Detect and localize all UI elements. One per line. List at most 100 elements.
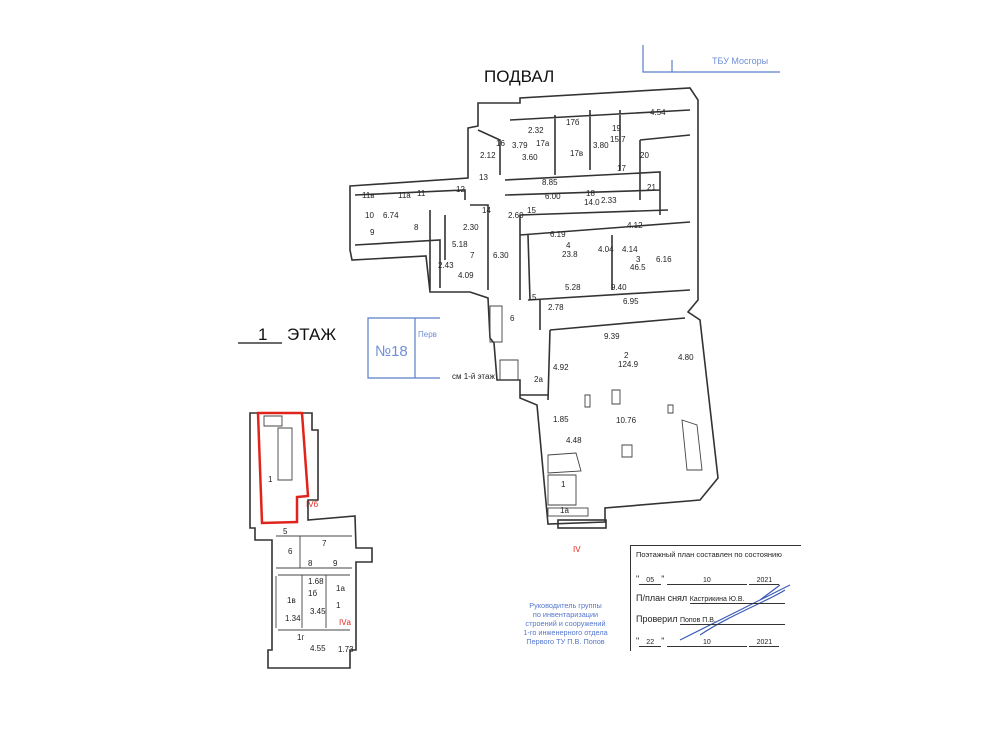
first-floor-plan bbox=[249, 411, 373, 669]
dim-label: 4.04 bbox=[598, 245, 614, 254]
blue-stamp-line: по инвентаризации bbox=[532, 610, 599, 619]
dim-label: 3.60 bbox=[522, 153, 538, 162]
dim-label: 1.34 bbox=[285, 614, 301, 623]
dim-label: 9.40 bbox=[611, 283, 627, 292]
number-stamp: №18 Перв bbox=[367, 317, 440, 379]
room-label: 8 bbox=[308, 559, 313, 568]
room-label: 9 bbox=[370, 228, 375, 237]
room-label: 6 bbox=[510, 314, 515, 323]
room-label: 20 bbox=[640, 151, 649, 160]
dim-label: 2.33 bbox=[601, 196, 617, 205]
dim-label: 2.30 bbox=[463, 223, 479, 232]
top-stamp: ТБУ Мосгоры bbox=[642, 45, 780, 73]
section-label: IVа bbox=[339, 618, 352, 627]
room-label: 1а bbox=[560, 506, 569, 515]
basement-room-labels: 4.54 2.32 17б 17а 19 15.7 2.12 16 3.79 3… bbox=[362, 108, 694, 554]
room-label: 21 bbox=[647, 183, 656, 192]
first-floor-room-labels: 1 IVб 5 6 7 8 9 1.68 1в 1б 1а 1 3.45 1.3… bbox=[268, 475, 354, 654]
room-label: 17б bbox=[566, 118, 580, 127]
room-label: 15 bbox=[527, 206, 536, 215]
room-label: 8 bbox=[414, 223, 419, 232]
area-label: 23.8 bbox=[562, 250, 578, 259]
dim-label: 5.18 bbox=[452, 240, 468, 249]
dim-label: 4.92 bbox=[553, 363, 569, 372]
dim-label: 4.80 bbox=[678, 353, 694, 362]
date1-year: 2021 bbox=[749, 577, 780, 585]
dim-label: 6.74 bbox=[383, 211, 399, 220]
highlighted-area-outline bbox=[256, 411, 310, 525]
date2-day: 22 bbox=[639, 639, 662, 647]
dim-label: 6.95 bbox=[623, 297, 639, 306]
room-label: 17 bbox=[617, 164, 626, 173]
signature bbox=[679, 584, 791, 641]
room-label: 17в bbox=[570, 149, 583, 158]
drawn-by-label: П/план снял bbox=[636, 593, 688, 603]
dim-label: 4.14 bbox=[622, 245, 638, 254]
room-label: 14 bbox=[482, 206, 491, 215]
room-label: 9 bbox=[333, 559, 338, 568]
room-label: 11 bbox=[417, 189, 426, 198]
dim-label: 6.16 bbox=[656, 255, 672, 264]
area-label: 15.7 bbox=[610, 135, 626, 144]
dim-label: 1.73 bbox=[338, 645, 354, 654]
room-label: 19 bbox=[612, 124, 621, 133]
blue-stamp-line: Первого ТУ П.В. Попов bbox=[526, 637, 605, 646]
dim-label: 2.60 bbox=[508, 211, 524, 220]
room-label: 6 bbox=[288, 547, 293, 556]
dim-label: 6.30 bbox=[493, 251, 509, 260]
dim-label: 3.80 bbox=[593, 141, 609, 150]
room-label: 4 bbox=[566, 241, 571, 250]
dim-label: 1.85 bbox=[553, 415, 569, 424]
dim-label: 1.68 bbox=[308, 577, 324, 586]
area-label: 46.5 bbox=[630, 263, 646, 272]
room-label: 1а bbox=[336, 584, 345, 593]
dim-label: 4.12 bbox=[627, 221, 643, 230]
top-stamp-text: ТБУ Мосгоры bbox=[712, 56, 768, 66]
room-label: 10 bbox=[365, 211, 374, 220]
room-label: 1 bbox=[561, 480, 566, 489]
date1-month: 10 bbox=[666, 577, 747, 585]
drawn-by-name: Кастрикина Ю.В. bbox=[689, 596, 785, 604]
stamp-number: №18 bbox=[375, 343, 408, 360]
dim-label: 9.39 bbox=[604, 332, 620, 341]
signoff-heading: Поэтажный план составлен по состоянию bbox=[636, 550, 782, 559]
room-label: 11а bbox=[398, 191, 411, 200]
checked-by-name: Попов П.В. bbox=[679, 617, 785, 625]
area-label: 124.9 bbox=[618, 360, 639, 369]
room-label: 11в bbox=[362, 191, 375, 200]
room-label: 7 bbox=[322, 539, 327, 548]
blue-stamp: Руководитель группы по инвентаризации ст… bbox=[508, 601, 623, 646]
dim-label: 3.45 bbox=[310, 607, 326, 616]
room-label: 1б bbox=[308, 589, 317, 598]
dim-label: 6.19 bbox=[550, 230, 566, 239]
room-label: 5 bbox=[532, 293, 537, 302]
stamp-text: Перв bbox=[418, 330, 437, 339]
dim-label: 4.09 bbox=[458, 271, 474, 280]
room-label: 1 bbox=[336, 601, 341, 610]
date2-month: 10 bbox=[666, 639, 747, 647]
dim-label: 2.78 bbox=[548, 303, 564, 312]
dim-label: 4.54 bbox=[650, 108, 666, 117]
dim-label: 8.85 bbox=[542, 178, 558, 187]
room-label: 2а bbox=[534, 375, 543, 384]
room-label: 7 bbox=[470, 251, 475, 260]
room-label: 3 bbox=[636, 255, 641, 264]
basement-title: ПОДВАЛ bbox=[484, 67, 554, 86]
date2-year: 2021 bbox=[749, 639, 780, 647]
checked-label: Проверил bbox=[636, 614, 678, 624]
section-label: IV bbox=[573, 545, 581, 554]
dim-label: 6.00 bbox=[545, 192, 561, 201]
see-first-floor-note: см 1-й этаж bbox=[452, 372, 495, 381]
room-label: 16 bbox=[496, 139, 505, 148]
floor-number: 1 bbox=[258, 325, 267, 344]
floor-title: 1 ЭТАЖ bbox=[238, 325, 336, 344]
room-label: 2 bbox=[624, 351, 629, 360]
dim-label: 4.55 bbox=[310, 644, 326, 653]
room-label: 17а bbox=[536, 139, 550, 148]
room-label: 1г bbox=[297, 633, 304, 642]
date1-day: 05 bbox=[639, 577, 662, 585]
dim-label: 10.76 bbox=[616, 416, 637, 425]
room-label: 5 bbox=[283, 527, 288, 536]
